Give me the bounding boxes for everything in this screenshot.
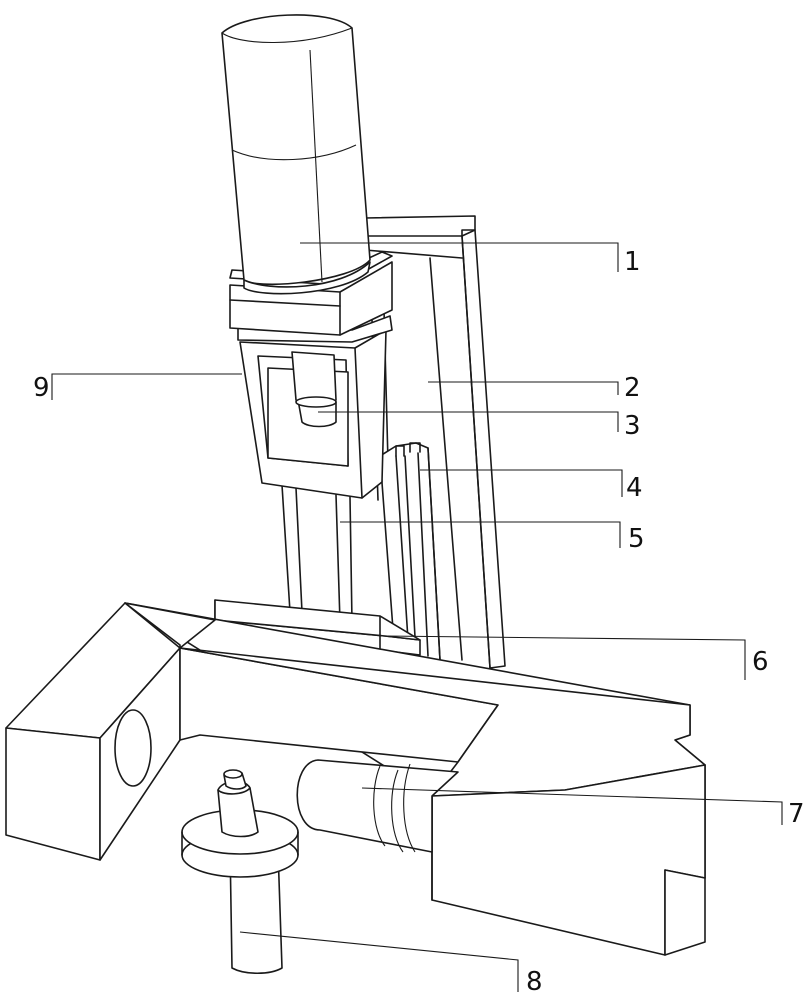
inner-cylinder <box>291 351 337 428</box>
vertical-frame <box>364 215 506 669</box>
leader-lines <box>51 242 783 992</box>
label-5: 5 <box>628 524 645 554</box>
slide-rail <box>379 442 441 661</box>
label-1: 1 <box>624 247 641 277</box>
label-3: 3 <box>624 411 641 441</box>
label-4: 4 <box>626 473 643 503</box>
label-2: 2 <box>624 373 641 403</box>
tool-holder <box>181 769 299 975</box>
part-labels: 1 2 3 4 5 6 7 8 9 <box>33 247 805 997</box>
label-6: 6 <box>752 647 769 677</box>
label-7: 7 <box>788 799 805 829</box>
motor <box>221 14 371 295</box>
spindle-unit <box>296 759 459 853</box>
base-block <box>5 602 706 956</box>
label-9: 9 <box>33 373 50 403</box>
label-8: 8 <box>526 967 543 997</box>
